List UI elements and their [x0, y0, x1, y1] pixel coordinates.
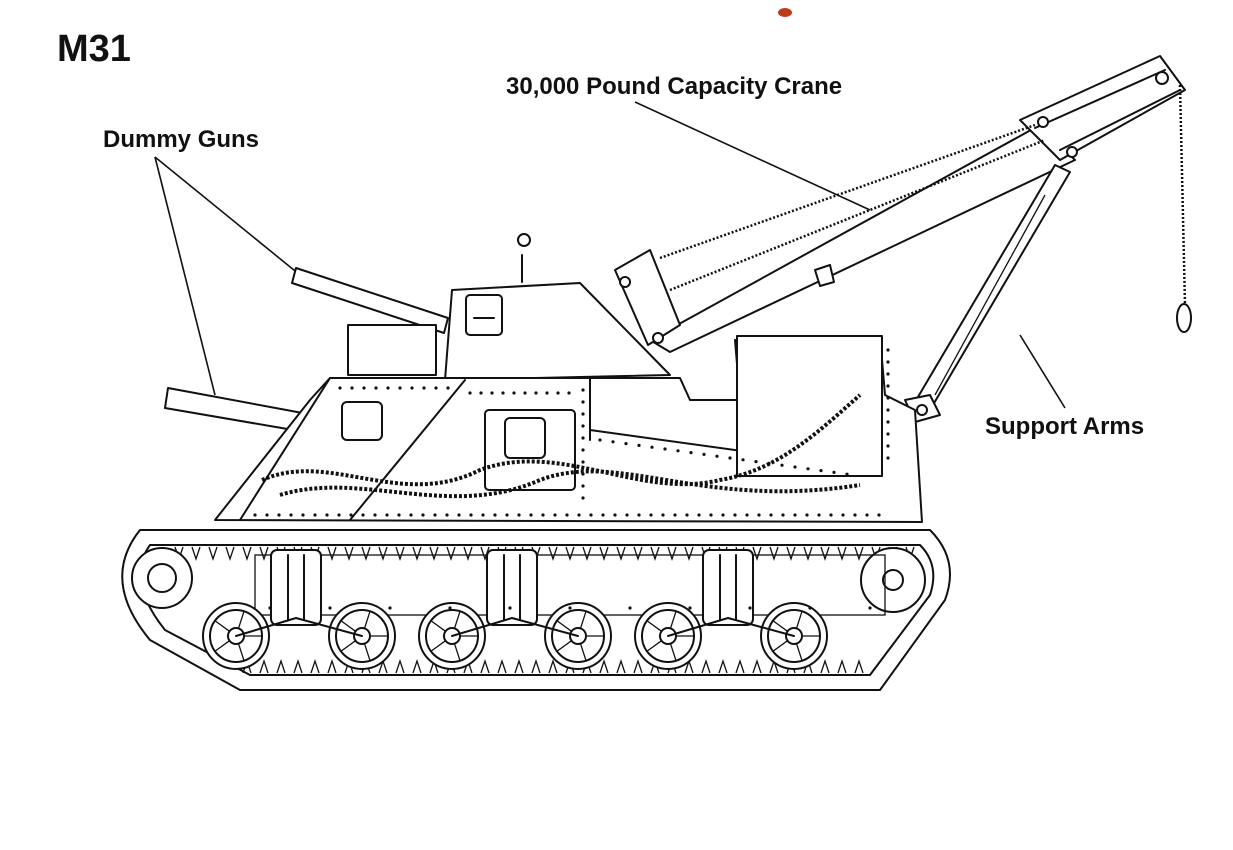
scan-speck [778, 8, 792, 17]
support-arm [904, 164, 1071, 423]
hook-icon [1176, 303, 1192, 333]
leader-dummy-gun-lower [154, 156, 216, 396]
leader-lines [154, 101, 1066, 409]
leader-dummy-gun-upper [154, 156, 301, 276]
callout-support-arms: Support Arms [985, 413, 1145, 440]
callout-crane: 30,000 Pound Capacity Crane [506, 73, 843, 100]
turret [347, 233, 671, 381]
bogie-assembly [667, 549, 795, 637]
crane-boom [614, 55, 1192, 353]
dummy-gun-lower [164, 387, 309, 433]
dummy-gun-upper [291, 267, 449, 334]
callout-dummy-guns: Dummy Guns [103, 126, 260, 153]
diagram-title: M31 [57, 28, 131, 70]
leader-crane [634, 101, 871, 211]
bogie-assembly [235, 549, 363, 637]
dummy-guns [164, 267, 449, 433]
hull [214, 335, 923, 523]
leader-support-arms [1019, 334, 1066, 409]
bogie-assembly [451, 549, 579, 637]
rivets [253, 348, 890, 610]
road-wheels [202, 549, 828, 670]
